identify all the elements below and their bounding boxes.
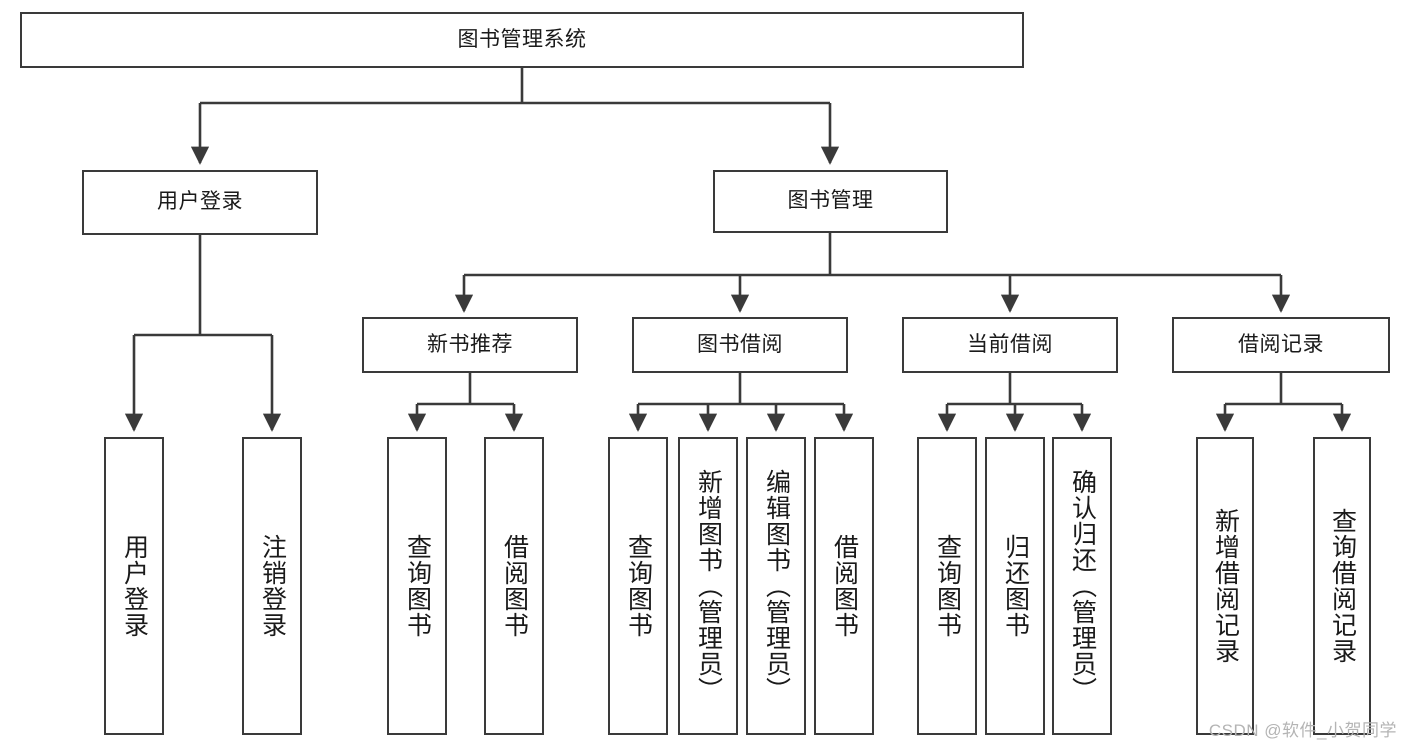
node-leaf-add-book-admin[interactable]: 新增图书（管理员）: [678, 437, 738, 735]
node-current-borrow[interactable]: 当前借阅: [902, 317, 1118, 373]
node-leaf-logout-label: 注销登录: [258, 534, 287, 638]
node-new-book-recommend[interactable]: 新书推荐: [362, 317, 578, 373]
node-leaf-confirm-return-admin-label: 确认归还（管理员）: [1068, 469, 1097, 703]
node-user-login-label: 用户登录: [157, 190, 243, 214]
node-leaf-query-book-2[interactable]: 查询图书: [608, 437, 668, 735]
node-leaf-borrow-book-2-label: 借阅图书: [830, 534, 859, 638]
node-book-borrow[interactable]: 图书借阅: [632, 317, 848, 373]
node-leaf-return-book[interactable]: 归还图书: [985, 437, 1045, 735]
node-leaf-add-book-admin-label: 新增图书（管理员）: [694, 469, 723, 703]
node-book-manage[interactable]: 图书管理: [713, 170, 948, 233]
node-leaf-add-borrow-record-label: 新增借阅记录: [1211, 508, 1240, 664]
node-leaf-user-login[interactable]: 用户登录: [104, 437, 164, 735]
node-borrow-record-label: 借阅记录: [1238, 332, 1324, 356]
node-leaf-return-book-label: 归还图书: [1001, 534, 1030, 638]
node-root-label: 图书管理系统: [457, 27, 587, 51]
node-leaf-user-login-label: 用户登录: [120, 534, 149, 638]
node-leaf-logout[interactable]: 注销登录: [242, 437, 302, 735]
node-leaf-edit-book-admin-label: 编辑图书（管理员）: [762, 469, 791, 703]
node-leaf-confirm-return-admin[interactable]: 确认归还（管理员）: [1052, 437, 1112, 735]
node-leaf-query-book-2-label: 查询图书: [624, 534, 653, 638]
node-user-login[interactable]: 用户登录: [82, 170, 318, 235]
node-new-book-recommend-label: 新书推荐: [427, 332, 513, 356]
node-leaf-query-borrow-record-label: 查询借阅记录: [1328, 508, 1357, 664]
node-leaf-query-book-1[interactable]: 查询图书: [387, 437, 447, 735]
node-leaf-query-borrow-record[interactable]: 查询借阅记录: [1313, 437, 1371, 735]
node-book-borrow-label: 图书借阅: [697, 332, 783, 356]
node-leaf-borrow-book-1[interactable]: 借阅图书: [484, 437, 544, 735]
node-leaf-add-borrow-record[interactable]: 新增借阅记录: [1196, 437, 1254, 735]
node-leaf-borrow-book-1-label: 借阅图书: [500, 534, 529, 638]
node-current-borrow-label: 当前借阅: [967, 332, 1053, 356]
node-leaf-query-book-3-label: 查询图书: [933, 534, 962, 638]
node-root[interactable]: 图书管理系统: [20, 12, 1024, 68]
node-book-manage-label: 图书管理: [787, 189, 874, 213]
node-leaf-query-book-1-label: 查询图书: [403, 534, 432, 638]
node-leaf-borrow-book-2[interactable]: 借阅图书: [814, 437, 874, 735]
node-leaf-edit-book-admin[interactable]: 编辑图书（管理员）: [746, 437, 806, 735]
watermark: CSDN @软件_小贺同学: [1208, 721, 1397, 740]
node-borrow-record[interactable]: 借阅记录: [1172, 317, 1390, 373]
node-leaf-query-book-3[interactable]: 查询图书: [917, 437, 977, 735]
